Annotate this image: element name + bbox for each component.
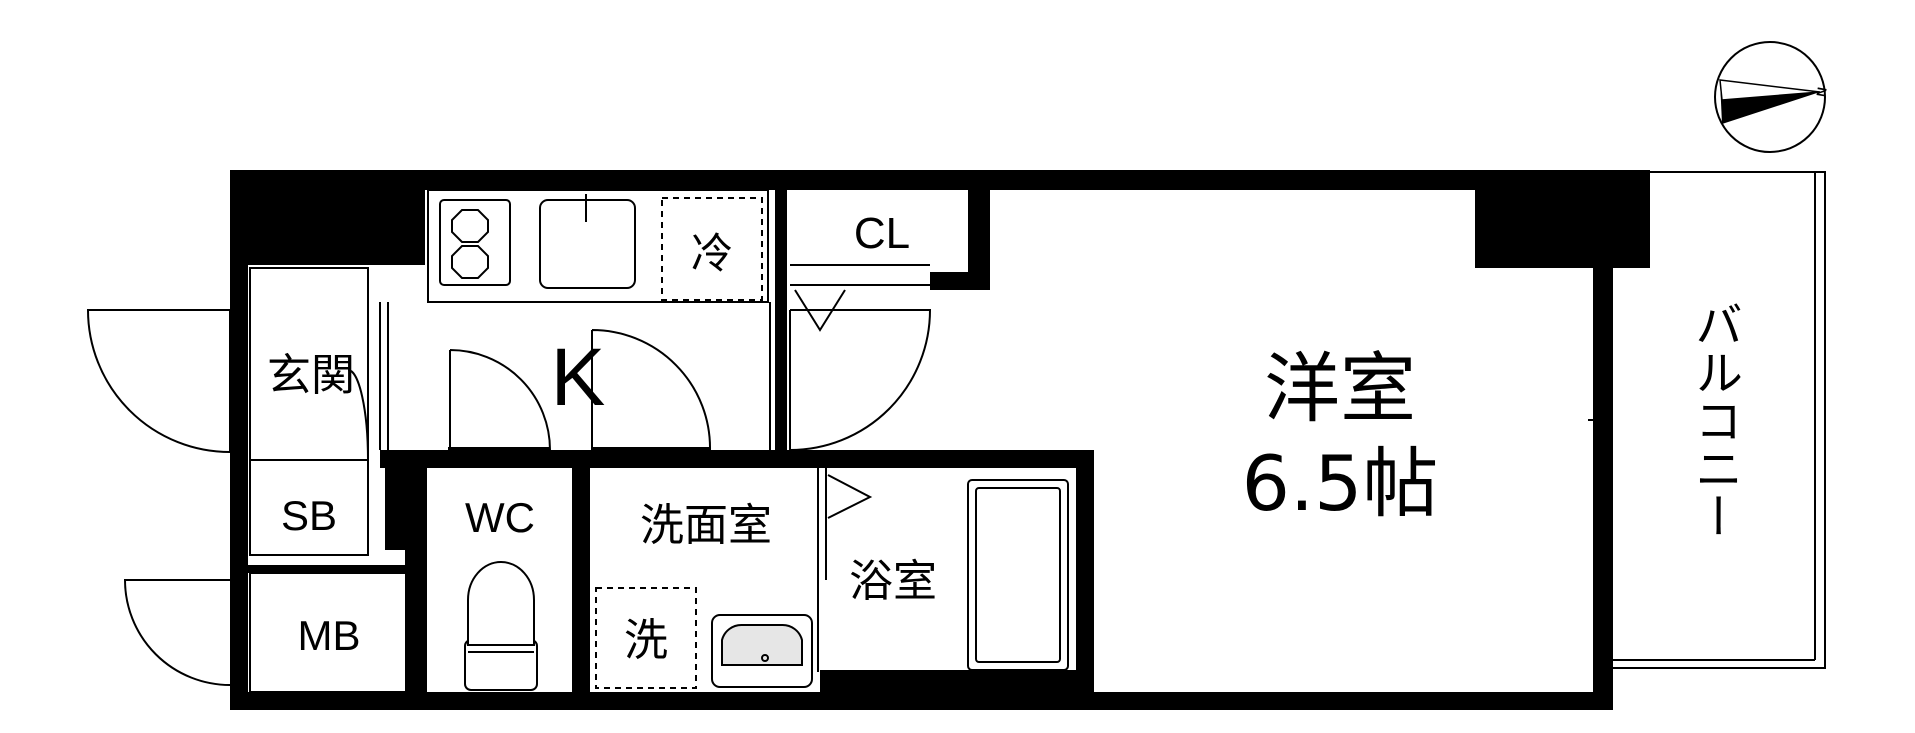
washer-space [595,587,697,689]
meter-box-label: MB [298,612,361,659]
toilet-label: WC [465,494,535,541]
bath-fixtures [464,479,1069,691]
compass-north-label: N [1813,86,1829,98]
fridge-label: 冷 [691,229,733,278]
balcony-label: バルコニー [1686,300,1742,540]
washer-label: 洗 [624,615,668,666]
genkan-label: 玄関 [267,350,355,401]
western-room-size: 6.5帖 [1242,439,1439,528]
fridge-space [661,197,763,301]
toilet-bowl [467,561,535,646]
toilet-tank [464,639,538,691]
burner-top [451,209,489,243]
kitchen-sink [539,199,636,289]
shoe-box-label: SB [281,492,337,539]
door-swings [86,289,932,686]
compass: N [1714,41,1830,153]
bathtub [967,479,1069,671]
closet-label: CL [854,209,910,258]
room-labels: 玄関 K CL 冷 SB MB WC 洗面室 洗 浴室 洋室 6.5帖 バルコニ… [267,209,1742,666]
burner-bottom [451,245,489,279]
western-room-label: 洋室 [1264,344,1416,433]
kitchen-fixtures [439,194,763,301]
stove [439,199,511,286]
partitions [249,171,1826,693]
bathroom-label: 浴室 [849,556,937,607]
washroom-label: 洗面室 [640,500,772,551]
kitchen-label: K [551,332,606,423]
walls [230,170,1650,710]
